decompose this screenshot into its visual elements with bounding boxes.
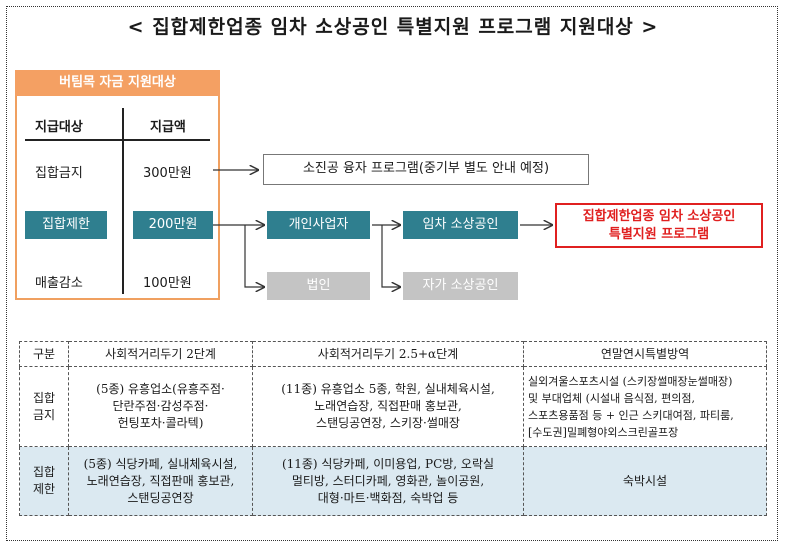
outer-frame bbox=[6, 6, 778, 541]
column-divider bbox=[122, 108, 124, 294]
col-target-header: 지급대상 bbox=[35, 120, 83, 135]
special-program-line1: 집합제한업종 임차 소상공인 bbox=[582, 209, 736, 224]
table-cell: (11종) 식당카페, 이미용업, PC방, 오락실 멀티방, 스터디카페, 영… bbox=[252, 446, 524, 516]
table-header: 사회적거리두기 2단계 bbox=[68, 341, 253, 367]
amount-sales-drop: 100만원 bbox=[143, 276, 192, 291]
page-title: < 집합제한업종 임차 소상공인 특별지원 프로그램 지원대상 > bbox=[127, 16, 659, 38]
row-label: 집합 제한 bbox=[19, 446, 69, 516]
amount-ban: 300만원 bbox=[143, 166, 192, 181]
target-restrict: 집합제한 bbox=[25, 211, 107, 239]
target-sales-drop: 매출감소 bbox=[35, 276, 83, 291]
table-cell: (11종) 유흥업소 5종, 학원, 실내체육시설, 노래연습장, 직접판매 홍… bbox=[252, 366, 524, 447]
support-box bbox=[15, 70, 220, 300]
col-amount-header: 지급액 bbox=[150, 120, 186, 135]
table-cell: (5종) 유흥업소(유흥주점· 단란주점·감성주점· 헌팅포차·콜라텍) bbox=[68, 366, 253, 447]
table-cell: 실외겨울스포츠시설 (스키장썰매장눈썰매장) 및 부대업체 (시설내 음식점, … bbox=[523, 366, 767, 447]
table-header: 연말연시특별방역 bbox=[523, 341, 767, 367]
amount-restrict: 200만원 bbox=[133, 211, 213, 239]
tenant-box: 임차 소상공인 bbox=[403, 211, 518, 239]
target-ban: 집합금지 bbox=[35, 166, 83, 181]
table-cell: (5종) 식당카페, 실내체육시설, 노래연습장, 직접판매 홍보관, 스탠딩공… bbox=[68, 446, 253, 516]
owner-box: 자가 소상공인 bbox=[403, 272, 518, 300]
special-program-box: 집합제한업종 임차 소상공인 특별지원 프로그램 bbox=[555, 203, 763, 248]
target-business-table: 구분 사회적거리두기 2단계 사회적거리두기 2.5+α단계 연말연시특별방역 … bbox=[19, 341, 767, 516]
table-header: 사회적거리두기 2.5+α단계 bbox=[252, 341, 524, 367]
loan-program-box: 소진공 융자 프로그램(중기부 별도 안내 예정) bbox=[263, 154, 589, 185]
special-program-line2: 특별지원 프로그램 bbox=[608, 227, 710, 242]
corporation-box: 법인 bbox=[267, 272, 370, 300]
row-label: 집합 금지 bbox=[19, 366, 69, 447]
individual-business-box: 개인사업자 bbox=[267, 211, 370, 239]
table-cell: 숙박시설 bbox=[523, 446, 767, 516]
support-box-header: 버팀목 자금 지원대상 bbox=[15, 70, 220, 96]
header-divider bbox=[25, 139, 210, 141]
table-header: 구분 bbox=[19, 341, 69, 367]
